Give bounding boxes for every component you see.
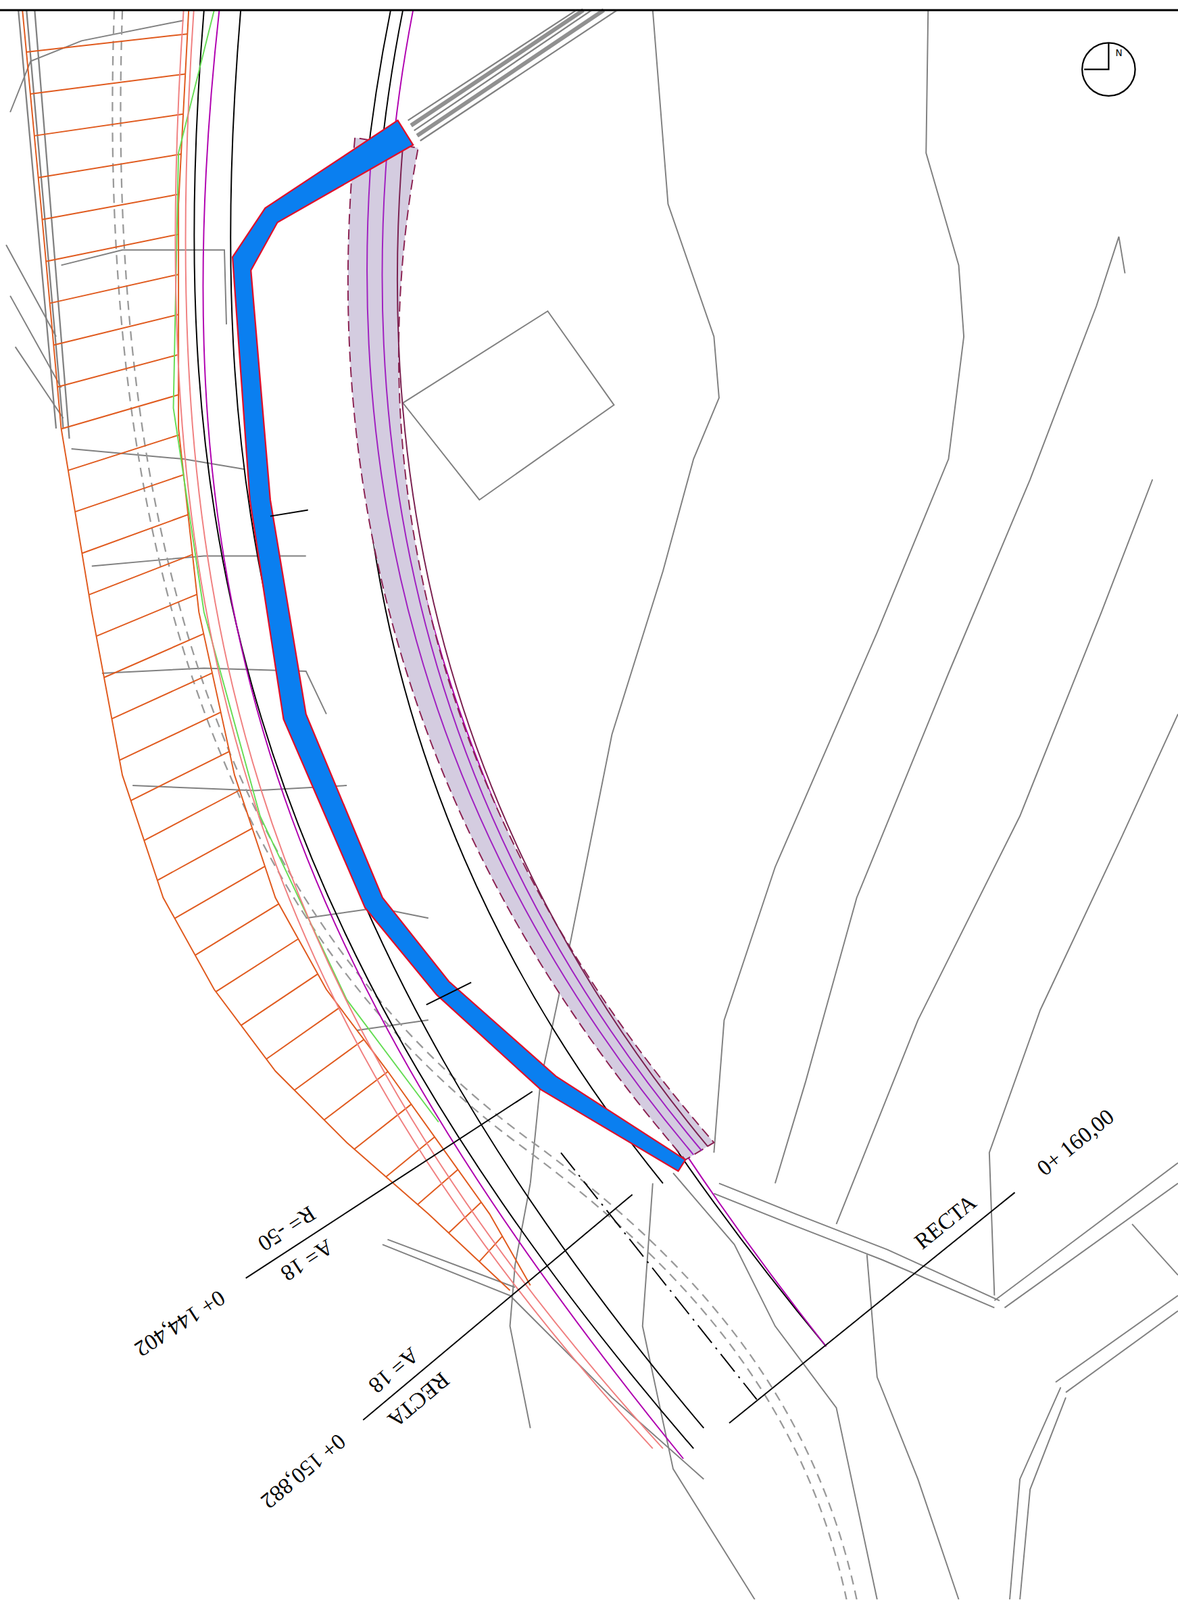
- terrain-lines: [1065, 1310, 1178, 1393]
- project-band: [381, 144, 702, 1151]
- axis-and-ticks: [246, 510, 1016, 1424]
- alignment-label: RECTA: [908, 1188, 983, 1256]
- north-letter: N: [1113, 49, 1124, 60]
- terrain-lines: [61, 250, 227, 325]
- slope-hatch-area: [30, 73, 186, 94]
- slope-hatch-area: [34, 114, 184, 136]
- slope-hatch-area: [294, 1039, 365, 1091]
- slope-hatch-area: [41, 193, 179, 219]
- railway-band: [416, 10, 604, 136]
- road-edge-lines: [173, 10, 827, 1459]
- slope-hatch-area: [81, 514, 188, 553]
- railway-lines: [420, 10, 618, 141]
- railway-lines: [18, 10, 57, 429]
- axis-and-ticks: [270, 510, 309, 517]
- slope-hatch-area: [96, 594, 198, 636]
- slope-hatch-area: [241, 973, 318, 1026]
- railway-band: [410, 10, 604, 136]
- station-label: 0+ 144,402: [128, 1283, 232, 1362]
- north-arrow: [1082, 42, 1135, 96]
- slope-hatch-area: [38, 154, 182, 178]
- terrain-lines: [1009, 1386, 1061, 1600]
- slope-hatch-area: [53, 314, 179, 345]
- slope-hatch-area: [26, 33, 188, 53]
- project-band: [366, 142, 694, 1155]
- slope-hatch-area: [131, 751, 230, 801]
- station-label: 0+ 150,882: [254, 1426, 352, 1514]
- dashed-track: [112, 10, 847, 1600]
- terrain-lines: [15, 346, 64, 419]
- project-band: [397, 145, 708, 1147]
- slope-hatch-area: [215, 938, 299, 992]
- slope-hatch-area: [175, 866, 265, 919]
- station-label: 0+ 160,00: [1031, 1102, 1122, 1183]
- terrain-lines: [713, 10, 964, 1153]
- slope-hatch-area: [195, 903, 280, 955]
- railway-band: [410, 10, 584, 126]
- slope-hatch-area: [324, 1071, 388, 1120]
- axis-and-ticks: [560, 1152, 757, 1400]
- terrain-lines: [387, 1239, 515, 1288]
- slope-hatch-area: [89, 554, 193, 595]
- road-edge-lines: [175, 10, 653, 1449]
- dashed-track: [120, 10, 857, 1600]
- terrain-lines: [71, 448, 246, 470]
- slope-hatch-area: [45, 234, 179, 262]
- slope-hatch-area: [143, 790, 240, 841]
- slope-hatch-area: [61, 394, 179, 429]
- north-arrow: [1084, 42, 1109, 69]
- terrain-lines: [382, 1244, 704, 1479]
- terrain-lines: [402, 310, 614, 500]
- terrain-lines: [994, 1162, 1178, 1301]
- terrain-lines: [1132, 1223, 1178, 1275]
- terrain-lines: [642, 1183, 755, 1600]
- terrain-lines: [836, 479, 1153, 1224]
- widening-area: [232, 120, 686, 1171]
- terrain-lines: [989, 713, 1178, 1295]
- slope-hatch-area: [104, 633, 204, 678]
- terrain-lines: [719, 1183, 1000, 1302]
- slope-hatch-area: [119, 712, 222, 761]
- terrain-lines: [1004, 1183, 1178, 1308]
- slope-hatch-area: [354, 1104, 411, 1149]
- road-edge-lines: [385, 10, 826, 1347]
- slope-hatch-area: [157, 827, 253, 880]
- terrain-lines: [1055, 1295, 1178, 1383]
- axis-and-ticks: [246, 1091, 533, 1279]
- project-band: [348, 137, 715, 1160]
- railway-lines: [34, 10, 69, 439]
- railway-lines: [414, 10, 593, 131]
- slope-hatch-area: [57, 354, 179, 388]
- sheet-border: [0, 9, 1178, 12]
- terrain-lines: [775, 236, 1126, 1183]
- slope-hatch-area: [111, 673, 213, 720]
- axis-and-ticks: [362, 1194, 632, 1420]
- slope-hatch-area: [68, 434, 180, 470]
- axis-and-ticks: [426, 982, 472, 1005]
- terrain-lines: [1019, 1396, 1066, 1600]
- axis-and-ticks: [729, 1192, 1016, 1423]
- terrain-lines: [867, 1254, 960, 1600]
- terrain-lines: [530, 10, 720, 1183]
- slope-hatch-area: [266, 1007, 340, 1059]
- project-band: [348, 137, 715, 1160]
- slope-hatch-area: [75, 474, 184, 512]
- widening-area: [232, 120, 686, 1171]
- north-arrow: [1082, 42, 1135, 96]
- terrain-lines: [6, 10, 1178, 1600]
- slope-hatch-area: [50, 274, 179, 304]
- railway-lines: [408, 10, 577, 121]
- railway-lines: [18, 10, 618, 439]
- dashed-track: [112, 10, 857, 1600]
